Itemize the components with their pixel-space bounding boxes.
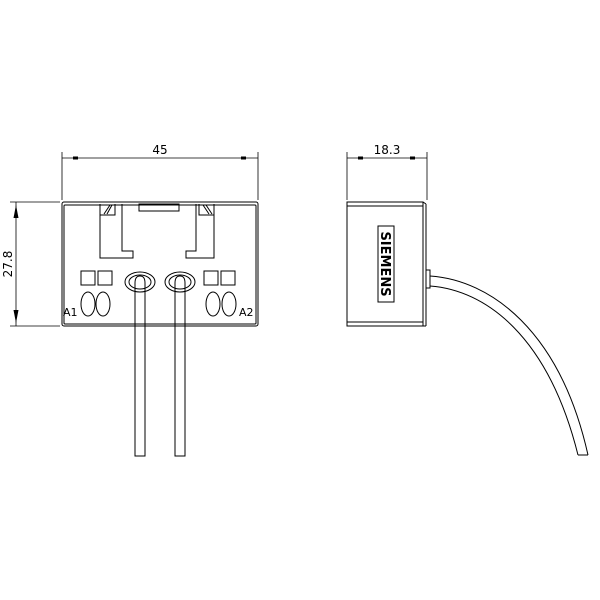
side-view: 18.3 SIEMENS <box>346 143 589 456</box>
brand-label: SIEMENS <box>377 231 392 296</box>
width-dim-label: 45 <box>152 143 167 157</box>
cable-curved <box>429 275 589 456</box>
wire-right <box>174 275 186 457</box>
front-view: 45 27.8 <box>1 143 259 457</box>
depth-dim-label: 18.3 <box>374 143 401 157</box>
housing-outline <box>61 201 259 327</box>
top-slot-left <box>99 204 116 216</box>
height-dim-label: 27.8 <box>1 251 15 278</box>
terminal-squares-right <box>203 270 236 286</box>
cable-gland-side <box>425 269 431 289</box>
cable-gland-left <box>124 271 156 293</box>
terminal-screws-left <box>80 291 111 317</box>
side-housing <box>346 201 427 327</box>
siemens-logo: SIEMENS <box>377 225 395 303</box>
inner-channel <box>99 204 215 259</box>
top-latch <box>138 203 180 212</box>
terminal-label-a1: A1 <box>63 306 78 319</box>
terminal-screws-right <box>205 291 237 317</box>
depth-dimension: 18.3 <box>346 143 428 200</box>
terminal-label-a2: A2 <box>239 306 254 319</box>
top-slot-right <box>198 204 215 216</box>
terminal-squares-left <box>80 270 113 286</box>
height-dimension: 27.8 <box>1 201 60 327</box>
cable-gland-right <box>164 271 196 293</box>
width-dimension: 45 <box>61 143 259 200</box>
wire-left <box>134 275 146 457</box>
